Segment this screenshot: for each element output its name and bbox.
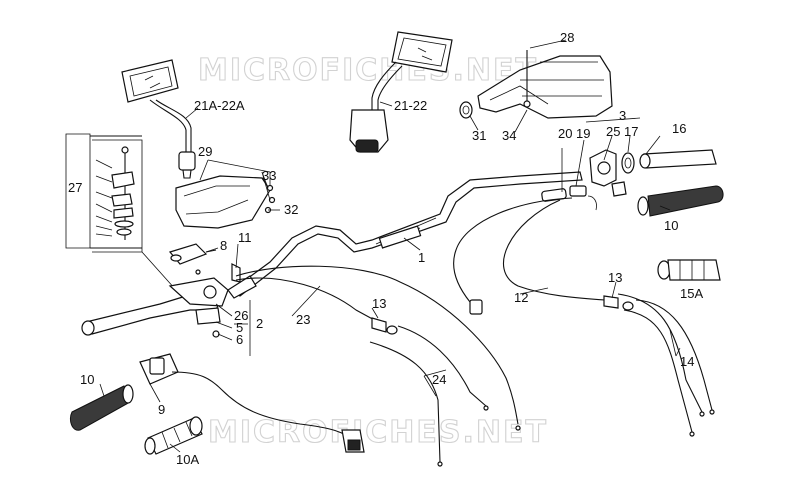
label-13-right: 13: [608, 270, 622, 285]
label-15a: 15A: [680, 286, 703, 301]
label-10-right: 10: [664, 218, 678, 233]
label-17: 17: [624, 124, 638, 139]
label-34: 34: [502, 128, 516, 143]
label-13-left: 13: [372, 296, 386, 311]
switch-8: [168, 243, 241, 283]
right-mirror: [349, 31, 453, 153]
label-27: 27: [68, 180, 82, 195]
label-8: 8: [220, 238, 227, 253]
label-21-22: 21-22: [394, 98, 427, 113]
grip-15a: [657, 259, 721, 281]
watermark-top: MICROFICHES.NET: [198, 53, 538, 88]
label-12: 12: [514, 290, 528, 305]
label-25: 25: [606, 124, 620, 139]
label-6: 6: [236, 332, 243, 347]
label-31: 31: [472, 128, 486, 143]
hand-guard: [459, 50, 613, 119]
label-9: 9: [158, 402, 165, 417]
grip-10a: [144, 416, 203, 455]
label-11: 11: [238, 230, 252, 245]
label-19: 19: [576, 126, 590, 141]
label-1: 1: [418, 250, 425, 265]
label-28: 28: [560, 30, 574, 45]
right-cables: [603, 293, 715, 437]
label-5: 5: [236, 320, 243, 335]
label-10a: 10A: [176, 452, 199, 467]
label-32: 32: [284, 202, 298, 217]
label-14: 14: [680, 354, 694, 369]
left-mirror: [121, 59, 196, 179]
part-labels: 28 21A-22A 21-22 31 34 3 20 19 25 17 16 …: [68, 30, 703, 467]
cable-12: [453, 197, 605, 315]
label-21a-22a: 21A-22A: [194, 98, 245, 113]
label-29: 29: [198, 144, 212, 159]
cable-23: [235, 265, 521, 431]
label-10-left: 10: [80, 372, 94, 387]
right-grip: [637, 185, 724, 217]
leader-lines: [99, 39, 681, 453]
label-26: 26: [234, 308, 248, 323]
label-33: 33: [262, 168, 276, 183]
left-grip: [69, 384, 134, 431]
left-hand-guard: [175, 172, 276, 229]
detail-inset: [65, 133, 177, 291]
throttle-assembly: [541, 139, 717, 211]
watermark-bottom: MICROFICHES.NET: [208, 415, 548, 450]
label-3: 3: [619, 108, 626, 123]
cable-24: [369, 317, 489, 467]
handlebar: [230, 171, 583, 297]
left-switch: [139, 353, 365, 453]
label-20: 20: [558, 126, 572, 141]
label-24: 24: [432, 372, 446, 387]
label-16: 16: [672, 121, 686, 136]
label-23: 23: [296, 312, 310, 327]
label-2: 2: [256, 316, 263, 331]
clutch-lever: [81, 275, 257, 356]
